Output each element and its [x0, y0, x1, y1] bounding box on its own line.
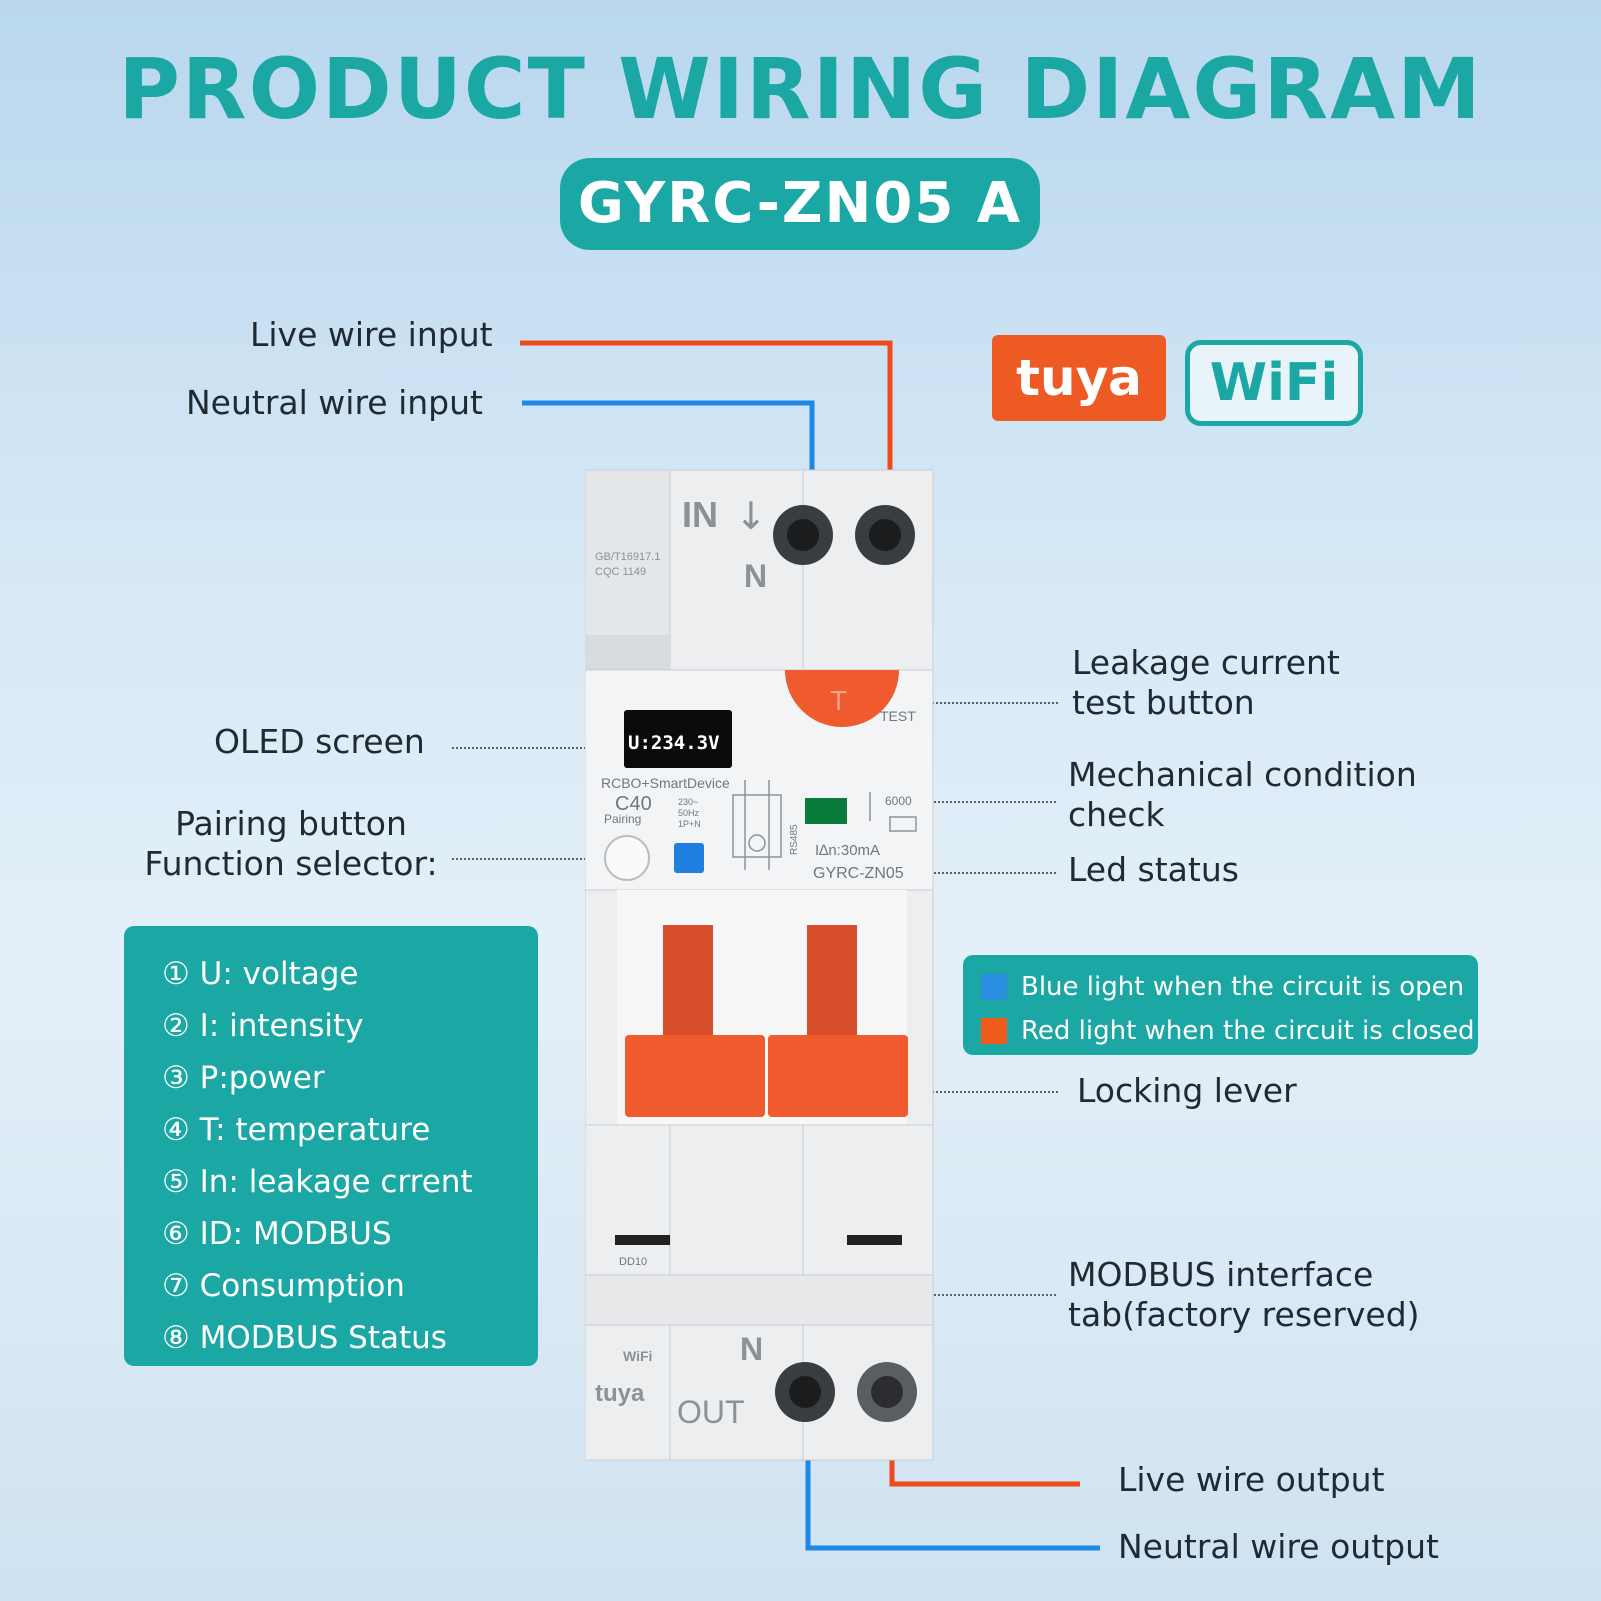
spec-text: 1P+N	[678, 819, 701, 829]
spec-text: 50Hz	[678, 808, 700, 818]
page-title: PRODUCT WIRING DIAGRAM	[118, 40, 1483, 138]
function-item: ② I: intensity	[162, 1008, 364, 1044]
rating: C40	[615, 793, 652, 815]
modbus-tab	[585, 1274, 934, 1326]
cert-text: CQC 1149	[595, 566, 646, 578]
switch-symbol	[869, 792, 917, 832]
tuya-logo: tuya	[992, 335, 1166, 421]
function-item: ⑥ ID: MODBUS	[162, 1216, 392, 1252]
device-n-top: N	[744, 558, 767, 594]
locking-lever	[625, 1035, 765, 1117]
spec-text: 230~	[678, 797, 698, 807]
modbus-label-line2: tab(factory reserved)	[1068, 1294, 1420, 1334]
neutral-output-wire	[805, 1455, 1100, 1551]
function-item: ⑦ Consumption	[162, 1268, 405, 1304]
test-text: TEST	[880, 708, 916, 724]
dd10-text: DD10	[619, 1256, 647, 1268]
function-selector-panel: ① U: voltage ② I: intensity ③ P:power ④ …	[124, 926, 538, 1366]
arrow-down-icon: ↓	[735, 494, 767, 538]
live-input-label: Live wire input	[250, 315, 493, 354]
legend-row-blue: Blue light when the circuit is open	[981, 965, 1478, 1009]
rcbo-breaker: IN ↓ N GB/T16917.1 CQC 1149 U:234.3V RCB…	[585, 469, 934, 1461]
pairing-button	[604, 835, 650, 881]
function-item: ① U: voltage	[162, 956, 359, 992]
pairing-label-line2: Function selector:	[144, 843, 438, 883]
lower-body	[585, 1124, 934, 1276]
function-item: ⑧ MODBUS Status	[162, 1320, 447, 1356]
product-line: RCBO+SmartDevice	[601, 775, 730, 791]
pairing-text: Pairing	[604, 812, 641, 826]
device-out-label: OUT	[677, 1394, 745, 1430]
schematic-symbol	[732, 780, 782, 870]
modbus-label: MODBUS interface tab(factory reserved)	[1068, 1255, 1420, 1334]
rs485-text: RS485	[789, 824, 800, 855]
led-legend: Blue light when the circuit is open Red …	[963, 955, 1478, 1055]
mechanical-indicator	[805, 798, 847, 824]
leakage-label: Leakage current test button	[1072, 643, 1340, 722]
modbus-label-line1: MODBUS interface	[1068, 1255, 1374, 1294]
device-n-bottom: N	[740, 1331, 763, 1367]
wifi-small-logo: WiFi	[623, 1348, 652, 1364]
function-item: ③ P:power	[162, 1060, 325, 1096]
mechanical-label: Mechanical condition check	[1068, 755, 1417, 834]
leakage-label-line1: Leakage current	[1072, 643, 1340, 682]
locking-lever-label: Locking lever	[1077, 1071, 1297, 1110]
capacity-text: 6000	[885, 794, 912, 808]
led-status-light	[674, 843, 704, 873]
neutral-input-label: Neutral wire input	[186, 383, 483, 422]
mechanical-label-line2: check	[1068, 794, 1165, 834]
neutral-output-label: Neutral wire output	[1118, 1527, 1439, 1566]
legend-text: Red light when the circuit is closed	[1021, 1016, 1475, 1046]
red-swatch	[981, 1018, 1007, 1044]
leakage-rating: I∆n:30mA	[815, 842, 880, 859]
function-item: ⑤ In: leakage crrent	[162, 1164, 473, 1200]
model-small: GYRC-ZN05	[813, 865, 904, 882]
oled-readout: U:234.3V	[628, 732, 720, 754]
pairing-label-line1: Pairing button	[175, 804, 407, 843]
model-badge: GYRC-ZN05 A	[560, 158, 1040, 250]
pairing-label: Pairing button Function selector:	[136, 804, 446, 883]
tuya-small-logo: tuya	[595, 1380, 645, 1407]
locking-lever	[768, 1035, 908, 1117]
wifi-logo: WiFi	[1185, 340, 1363, 426]
oled-label: OLED screen	[214, 722, 425, 761]
legend-row-red: Red light when the circuit is closed	[981, 1009, 1478, 1053]
test-button-glyph: T	[830, 685, 847, 716]
device-in-label: IN	[682, 494, 718, 535]
oled-screen	[624, 710, 732, 768]
legend-text: Blue light when the circuit is open	[1021, 972, 1465, 1002]
leakage-label-line2: test button	[1072, 682, 1255, 722]
function-item: ④ T: temperature	[162, 1112, 431, 1148]
led-status-label: Led status	[1068, 850, 1239, 889]
mechanical-label-line1: Mechanical condition	[1068, 755, 1417, 794]
live-output-label: Live wire output	[1118, 1460, 1385, 1499]
cert-text: GB/T16917.1	[595, 551, 660, 563]
live-output-wire	[889, 1455, 1080, 1487]
live-input-wire	[520, 340, 893, 470]
blue-swatch	[981, 974, 1007, 1000]
neutral-input-wire	[522, 400, 815, 470]
